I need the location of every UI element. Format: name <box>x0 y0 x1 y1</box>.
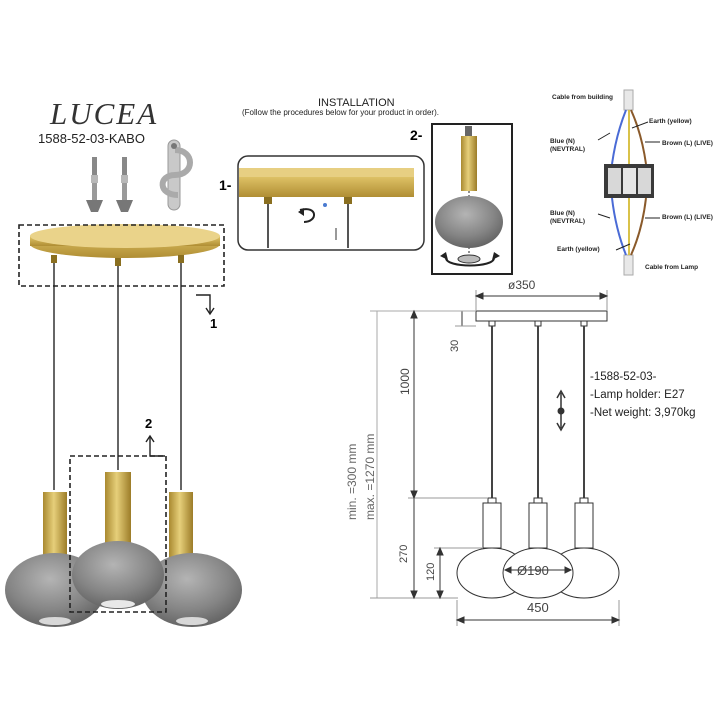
step-2-panel <box>431 123 513 275</box>
dim-max-height: max. =1270 mm <box>363 434 377 520</box>
dim-globe-diameter: Ø190 <box>517 563 549 578</box>
spec-line-model: -1588-52-03- <box>590 371 657 383</box>
terminal-block <box>604 164 654 198</box>
spec-list: -1588-52-03- -Lamp holder: E27 -Net weig… <box>590 368 695 422</box>
brand-name: LUCEA <box>50 96 159 131</box>
installation-subtitle: (Follow the procedures below for your pr… <box>242 108 439 117</box>
dim-canopy-height: 30 <box>449 340 461 352</box>
product-code: 1588-52-03-KABO <box>38 131 145 146</box>
step-1-panel <box>237 155 425 251</box>
callout-box-1 <box>18 224 225 287</box>
arrow-2 <box>145 434 165 457</box>
spec-line-lamp-holder: -Lamp holder: E27 <box>590 389 685 401</box>
wiring-earth-bottom: Earth (yellow) <box>557 246 600 253</box>
product-illustration <box>5 224 242 627</box>
twist-arrow-icon <box>445 257 495 267</box>
wiring-brown-bottom: Brown (L) (LIVE) <box>662 214 713 221</box>
wiring-earth-top: Earth (yellow) <box>649 118 692 125</box>
technical-drawing <box>370 290 621 626</box>
step-2-label: 2- <box>410 127 423 143</box>
hook-icon <box>159 139 193 211</box>
mounting-hardware <box>86 139 193 212</box>
arrow-1 <box>196 294 215 316</box>
dim-min-height: min. =300 mm <box>345 444 359 520</box>
spec-line-weight: -Net weight: 3,970kg <box>590 407 696 419</box>
installation-title: INSTALLATION <box>318 97 395 109</box>
dim-overall-width: 450 <box>527 600 549 615</box>
wiring-brown-top: Brown (L) (LIVE) <box>662 140 713 147</box>
step-1-label: 1- <box>219 177 232 193</box>
anchor-screw-icon <box>86 157 133 212</box>
wiring-blue-bottom: Blue (N) (NEVTRAL) <box>550 210 586 225</box>
dim-globe-height: 120 <box>425 563 437 581</box>
wiring-blue-top: Blue (N) (NEVTRAL) <box>550 138 586 153</box>
arrow-1-label: 1 <box>210 316 217 331</box>
dim-canopy-diameter: ø350 <box>508 278 536 292</box>
wiring-diagram <box>597 89 660 276</box>
wiring-cable-from-building: Cable from building <box>552 94 614 101</box>
callout-box-2 <box>69 455 167 613</box>
dim-lamp-height: 270 <box>398 545 410 563</box>
wiring-cable-from-lamp: Cable from Lamp <box>645 264 699 271</box>
dim-cable-length: 1000 <box>398 368 412 395</box>
arrow-2-label: 2 <box>145 416 152 431</box>
